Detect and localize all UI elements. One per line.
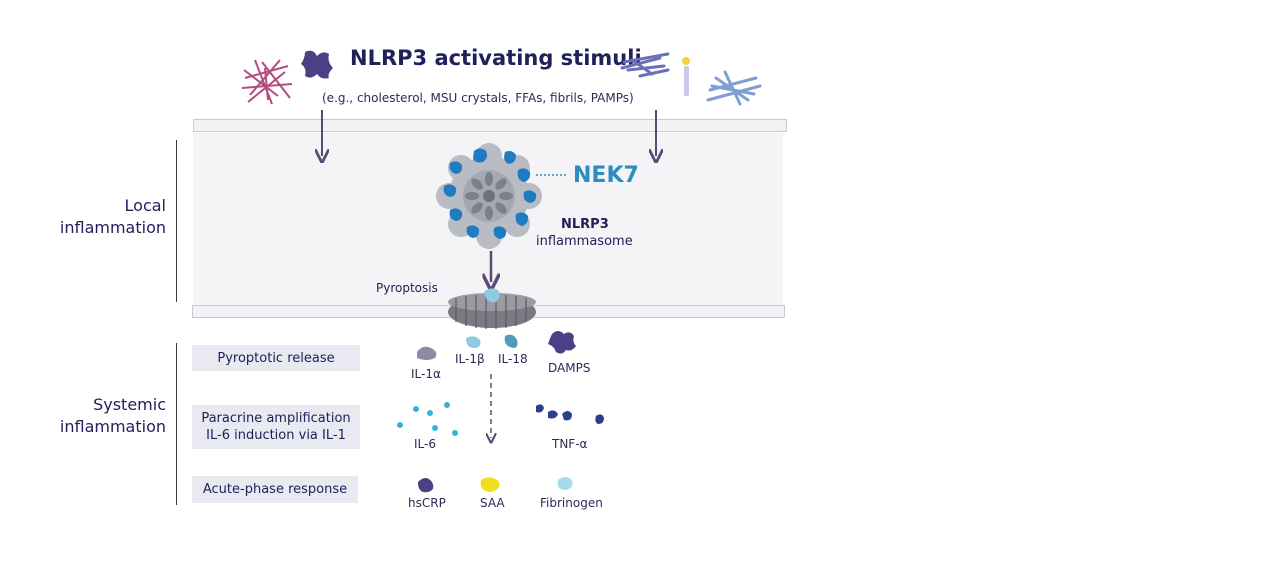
tnfa-icon — [536, 404, 604, 424]
il1a-label: IL-1α — [411, 367, 441, 381]
msu-crystal-icon — [301, 50, 333, 79]
diagram-subtitle: (e.g., cholesterol, MSU crystals, FFAs, … — [322, 91, 634, 105]
cholesterol-crystal-icon — [241, 59, 293, 105]
hscrp-icon — [418, 478, 434, 493]
nek7-label: NEK7 — [573, 163, 639, 188]
il1b-icon — [466, 336, 481, 348]
cell-membrane-top — [193, 119, 787, 132]
il6-icon — [397, 402, 458, 436]
nek7-subunit-icon — [443, 148, 537, 239]
il18-label: IL-18 — [498, 352, 528, 366]
hscrp-label: hsCRP — [408, 496, 446, 510]
inflammasome-label: inflammasome — [536, 234, 633, 249]
il1b-label: IL-1β — [455, 352, 485, 366]
pyroptosis-label: Pyroptosis — [376, 281, 438, 295]
stage-pyroptotic-release: Pyroptotic release — [192, 345, 360, 371]
il1a-icon — [417, 346, 437, 360]
diagram-title: NLRP3 activating stimuli — [350, 46, 642, 70]
local-bracket-line — [176, 140, 177, 302]
stage-paracrine-amplification: Paracrine amplification IL-6 induction v… — [192, 405, 360, 449]
gasdermin-pore-icon — [448, 288, 536, 329]
local-inflammation-label: Local inflammation — [59, 196, 166, 237]
saa-label: SAA — [480, 496, 505, 510]
fibrinogen-label: Fibrinogen — [540, 496, 603, 510]
saa-icon — [480, 477, 500, 492]
nlrp3-label: NLRP3 — [561, 217, 609, 232]
il18-icon — [504, 334, 518, 348]
systemic-bracket-line — [176, 343, 177, 505]
damps-label: DAMPS — [548, 361, 591, 375]
fibril-icon — [620, 52, 670, 78]
stage-acute-phase-response: Acute-phase response — [192, 476, 358, 503]
damps-icon — [548, 331, 576, 354]
pamp-icon — [706, 70, 762, 106]
systemic-inflammation-label: Systemic inflammation — [59, 395, 166, 436]
fibrinogen-icon — [557, 477, 573, 490]
il6-label: IL-6 — [414, 437, 436, 451]
ffa-icon — [682, 57, 690, 96]
tnfa-label: TNF-α — [552, 437, 588, 451]
